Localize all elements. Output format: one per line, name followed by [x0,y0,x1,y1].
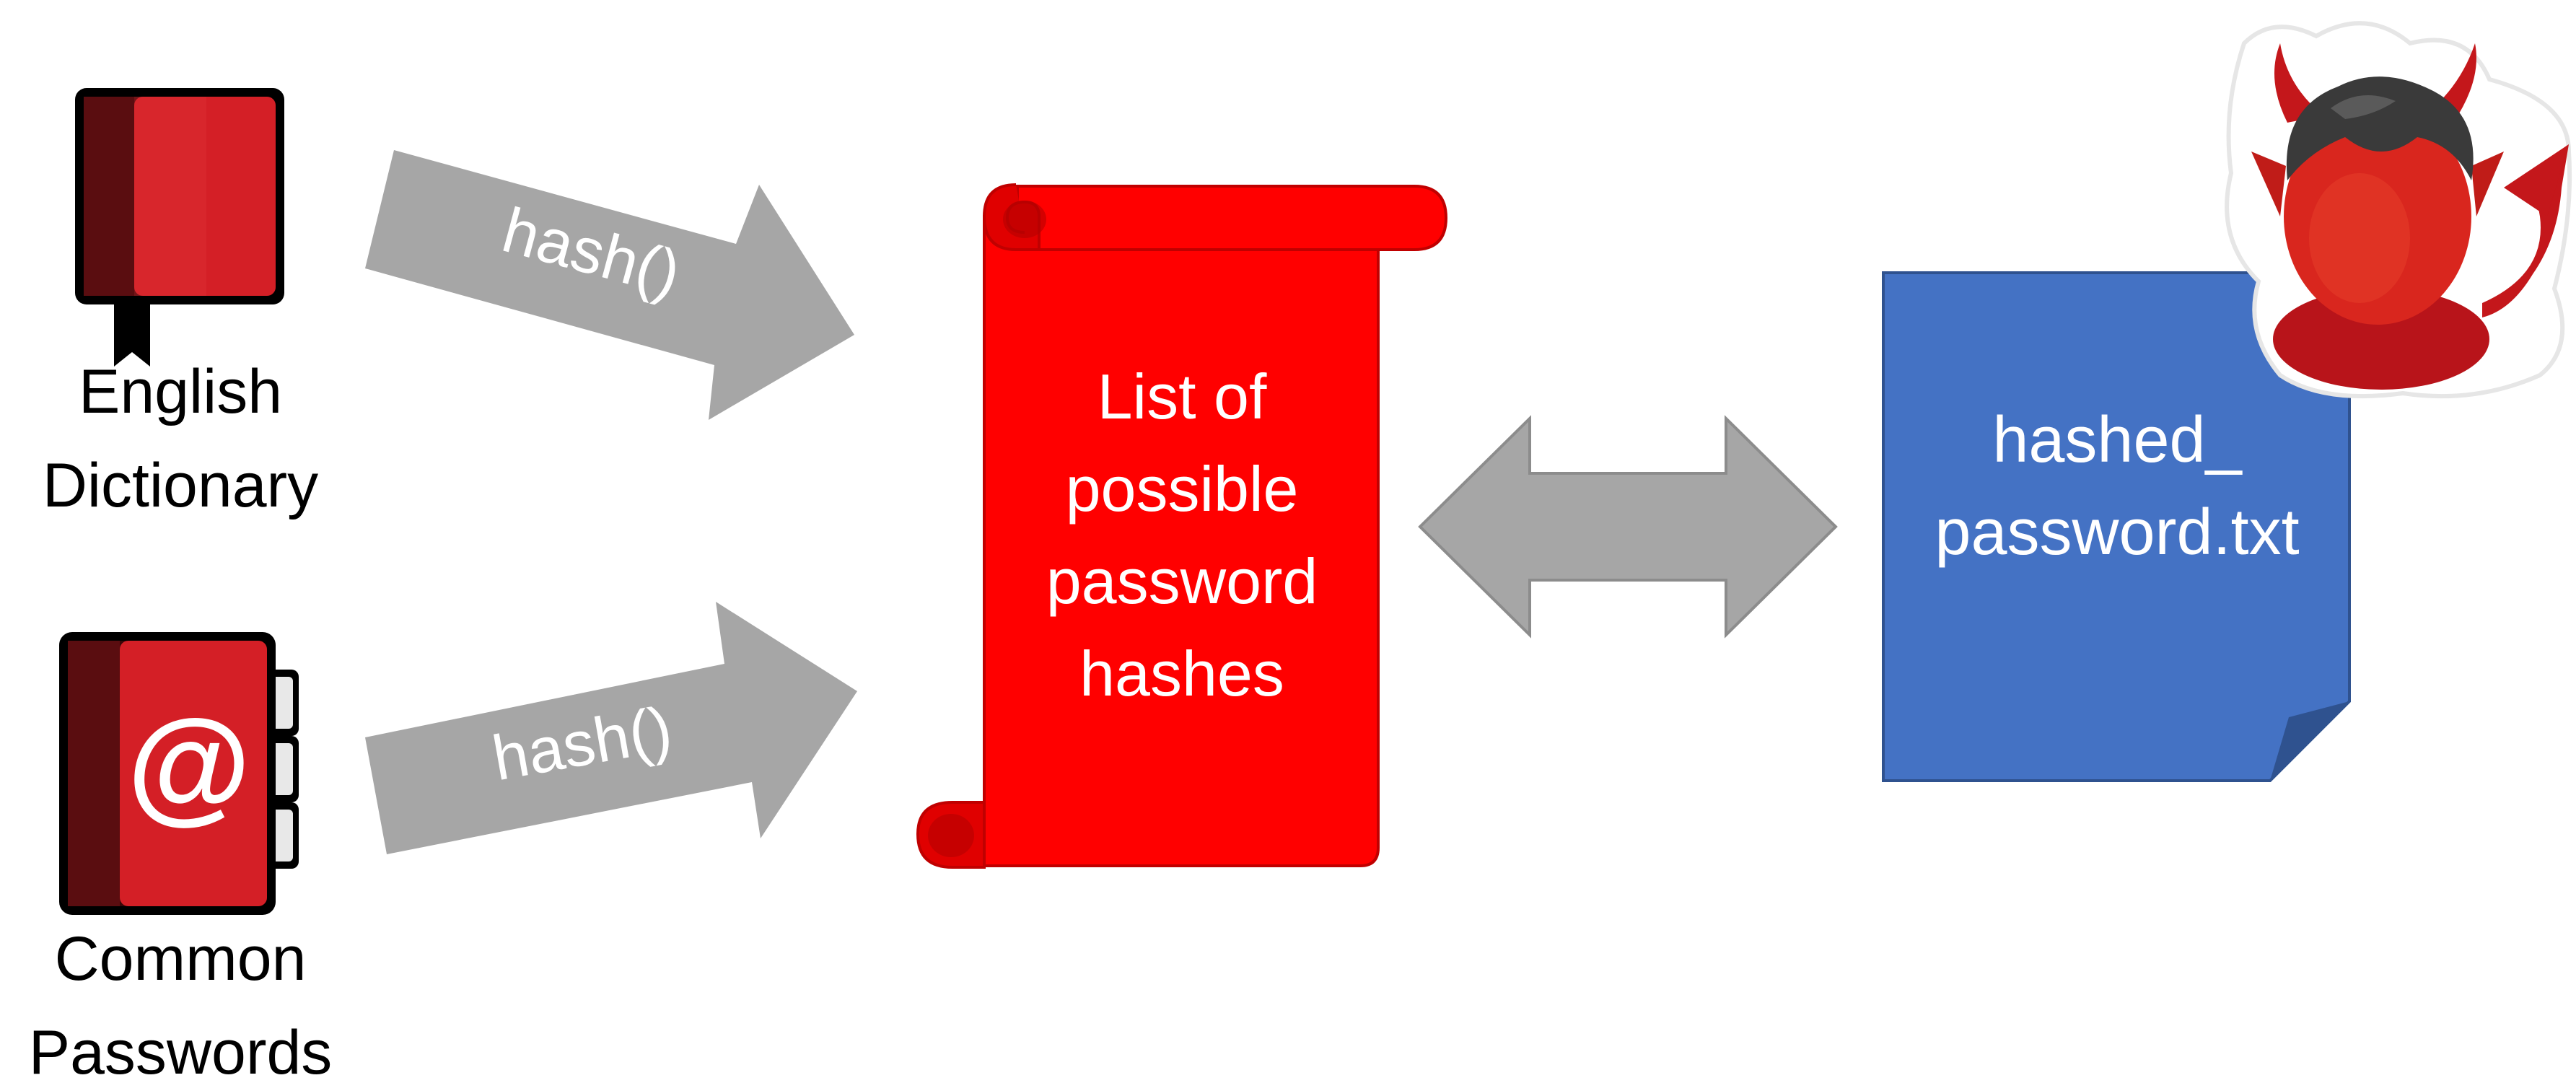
file-name-line2: password.txt [1935,496,2299,569]
hash-arrow-bottom: hash() [365,602,857,854]
dictionary-label-line2: Dictionary [43,451,318,520]
scroll-line2: possible [1066,453,1299,525]
scroll-icon [916,183,1448,869]
dictionary-label-line1: English [79,357,282,426]
at-sign-glyph: @ [127,694,251,836]
book-icon [75,88,284,367]
hash-arrow-top: hash() [365,150,854,420]
scroll-line1: List of [1098,361,1267,432]
devil-icon [2225,21,2572,399]
address-book-icon [59,632,299,915]
compare-double-arrow [1418,415,1838,639]
common-label-line1: Common [55,924,307,994]
scroll-line3: password [1046,545,1318,617]
scroll-line4: hashes [1079,638,1284,709]
common-label-line2: Passwords [29,1018,333,1083]
file-name-line1: hashed_ [1992,404,2243,476]
document-icon [1882,271,2351,782]
